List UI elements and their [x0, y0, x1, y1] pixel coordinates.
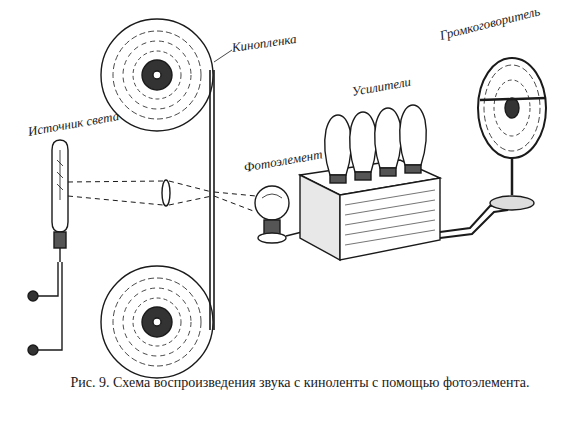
beam-ray: [214, 192, 256, 196]
lens: [162, 180, 170, 206]
box-shading: [345, 190, 435, 245]
tube-glass: [325, 115, 352, 175]
figure-caption: Рис. 9. Схема воспроизведения звука с ки…: [40, 374, 560, 392]
lamp-bulb: [52, 140, 68, 232]
part-label: Источник света: [27, 108, 121, 140]
speaker-rim: [478, 58, 546, 158]
film-edge: [209, 70, 211, 330]
film-roll: [123, 288, 191, 356]
film-edge: [213, 70, 215, 330]
tube-base: [380, 168, 396, 176]
film-roll: [123, 41, 191, 109]
lamp: [28, 140, 68, 355]
beam-ray: [169, 181, 212, 192]
tube-glass: [350, 112, 377, 172]
part-label: Фотоэлемент: [243, 146, 324, 176]
amplifier: [300, 105, 440, 260]
vacuum-tube: [375, 108, 402, 176]
leader-line: [214, 50, 232, 62]
beam-ray: [214, 196, 256, 212]
speaker-cone: [484, 65, 540, 151]
speaker-bar: [480, 98, 546, 100]
beam-ray: [68, 196, 163, 205]
light-beam: [68, 181, 256, 212]
vacuum-tube: [325, 115, 352, 183]
box-front: [340, 178, 440, 260]
part-label: Кинопленка: [231, 31, 298, 56]
vacuum-tube: [400, 105, 427, 173]
reel-rim: [101, 266, 213, 378]
reel-hub: [142, 307, 172, 337]
film-roll: [113, 31, 201, 119]
reel-axle: [153, 318, 161, 326]
wire: [38, 262, 58, 296]
tube-glass: [400, 105, 427, 165]
part-label: Громкоговоритель: [438, 3, 542, 43]
part-label: Усилители: [351, 74, 412, 100]
wire: [38, 262, 62, 350]
speaker-base: [490, 196, 534, 210]
photocell-cathode: [262, 194, 282, 198]
film-roll: [133, 51, 181, 99]
tube-base: [355, 172, 371, 180]
tube-base: [330, 175, 346, 183]
vacuum-tube: [350, 112, 377, 180]
loudspeaker: [478, 58, 546, 210]
photocell-base: [264, 220, 280, 234]
reel-axle: [153, 71, 161, 79]
film-roll: [113, 278, 201, 366]
wire: [440, 210, 508, 238]
photocell: [255, 186, 289, 243]
terminal: [28, 291, 38, 301]
film-roll: [133, 298, 181, 346]
tube-glass: [375, 108, 402, 168]
lamp-filament: [57, 160, 63, 190]
reel-hub: [142, 60, 172, 90]
photocell-bulb: [255, 186, 289, 220]
tube-base: [405, 165, 421, 173]
box-side: [300, 175, 340, 260]
beam-ray: [68, 181, 163, 182]
speaker-center: [505, 98, 519, 118]
lamp-base: [54, 232, 66, 248]
terminal: [28, 345, 38, 355]
lamp-pin: [59, 248, 60, 262]
speaker-stand: [511, 158, 514, 195]
bottom-reel: [101, 266, 213, 378]
photocell-stand: [258, 233, 286, 243]
film-strip: [210, 70, 214, 330]
speaker-cone: [494, 80, 530, 136]
beam-ray: [169, 196, 212, 205]
